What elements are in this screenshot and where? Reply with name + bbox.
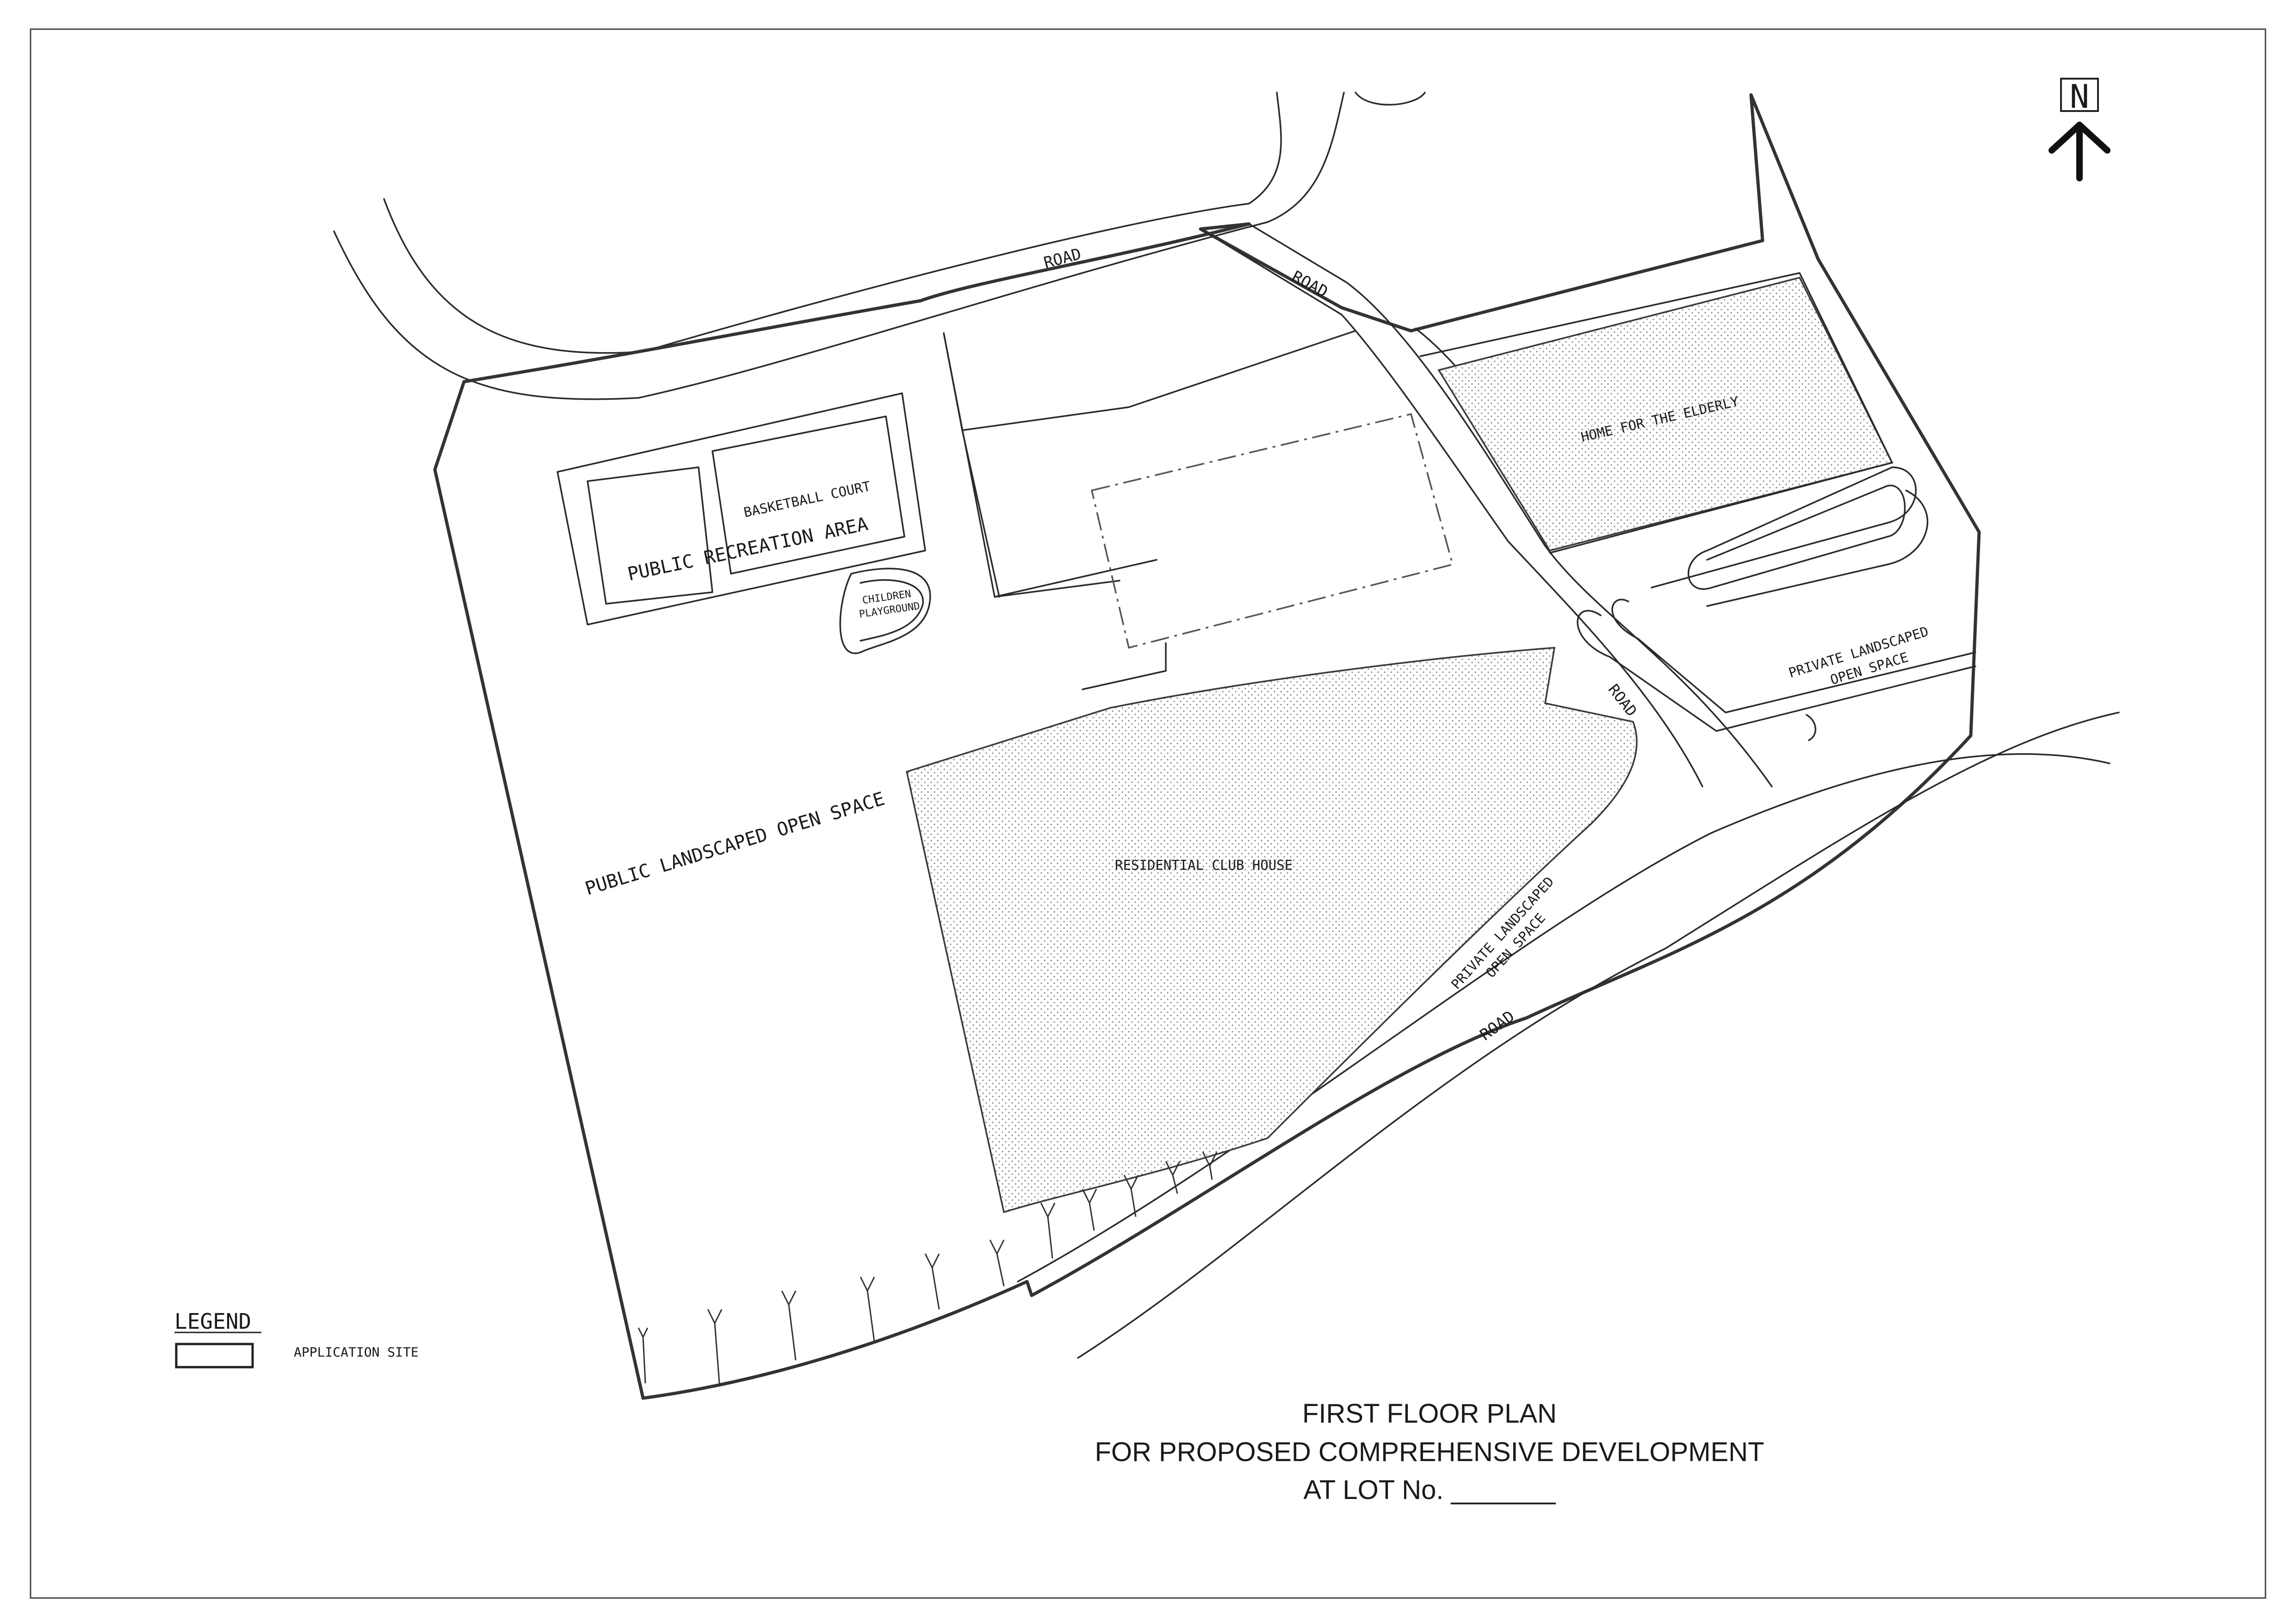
private-open-space-east [1419, 272, 1976, 741]
residential-club-house-label: RESIDENTIAL CLUB HOUSE [1115, 857, 1293, 873]
north-arrow [2048, 78, 2110, 181]
title-line-1: FIRST FLOOR PLAN [1302, 1399, 1557, 1429]
application-site-boundary [433, 93, 1981, 1400]
clubhouse-stem [1082, 642, 1167, 690]
legend-item-application-site: APPLICATION SITE [294, 1344, 419, 1360]
public-recreation-area [557, 392, 926, 626]
children-playground [839, 568, 931, 654]
legend [174, 1332, 261, 1369]
site-boundary-north-block [943, 330, 1356, 598]
basketball-court-label: BASKETBALL COURT [742, 478, 872, 520]
sheet-border [30, 28, 2266, 1599]
north-letter: N [2070, 78, 2089, 116]
legend-heading: LEGEND [174, 1309, 251, 1334]
road-label-access-mid: ROAD [1605, 681, 1640, 720]
trees-south-edge [637, 1152, 1218, 1384]
public-recreation-area-label: PUBLIC RECREATION AREA [626, 514, 870, 585]
title-line-3: AT LOT No. _______ [1304, 1475, 1556, 1505]
legend-application-site-swatch [175, 1343, 254, 1369]
public-open-space-label: PUBLIC LANDSCAPED OPEN SPACE [582, 788, 887, 899]
residential-club-house-area [905, 647, 1638, 1214]
north-road [333, 92, 1426, 400]
road-label-north: ROAD [1042, 245, 1083, 273]
south-road [1017, 712, 2120, 1359]
title-line-2: FOR PROPOSED COMPREHENSIVE DEVELOPMENT [1095, 1437, 1764, 1467]
podium-outline [1090, 413, 1454, 649]
